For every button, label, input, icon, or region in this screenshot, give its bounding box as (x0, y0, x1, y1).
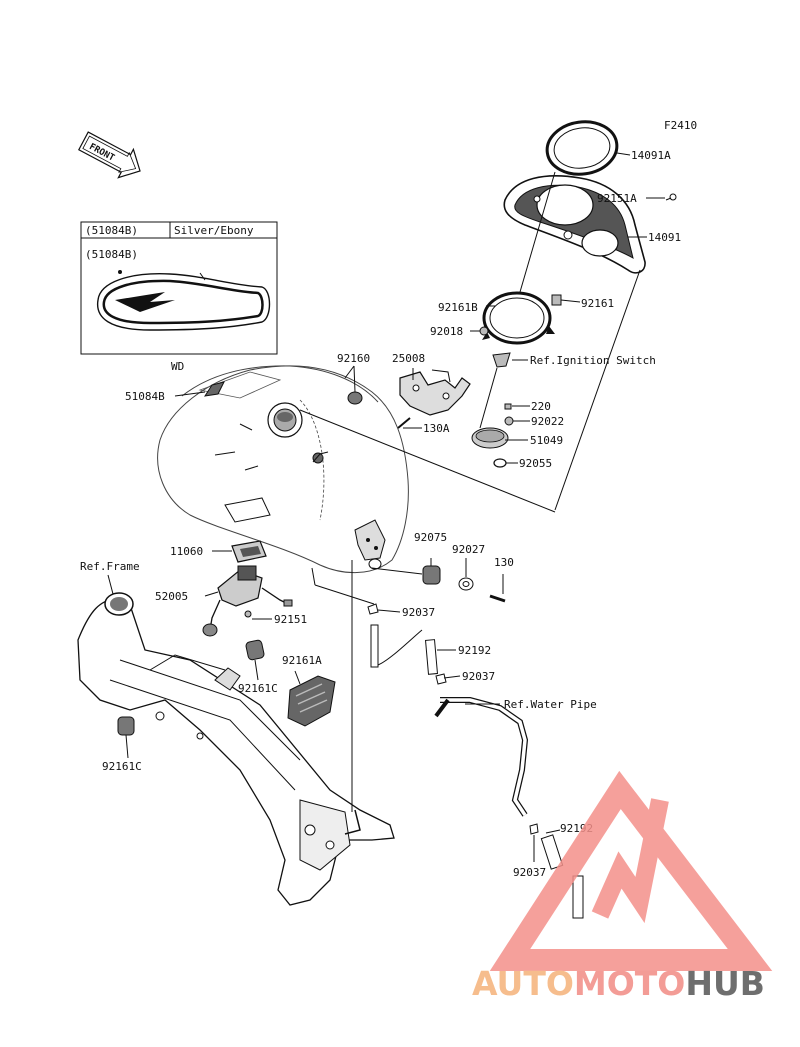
bolt-130 (489, 594, 506, 603)
watermark-triangle-icon (489, 770, 773, 971)
meter-gasket-14091a (545, 120, 619, 176)
damper-92161c-b (117, 716, 135, 736)
clamp-92037-c (529, 823, 539, 835)
callout-92151: 92151 (274, 613, 307, 626)
meter-ring-92161b (482, 291, 555, 345)
watermark-logo: AUTOMOTOHUB (472, 770, 773, 1003)
callout-14091: 14091 (648, 231, 681, 244)
water-pipe (434, 697, 529, 817)
callout-ref-water-pipe: Ref.Water Pipe (504, 698, 597, 711)
grommet-92160 (347, 391, 363, 405)
paint-caption: WD (171, 360, 184, 373)
paint-color-1: Silver/Ebony (174, 224, 254, 237)
tank-paint-illustration (96, 270, 271, 331)
watermark-text: AUTOMOTOHUB (472, 964, 765, 1003)
callout-92037-c: 92037 (513, 866, 546, 879)
callout-92151a: 92151A (597, 192, 637, 205)
pad-92161a (287, 675, 336, 727)
callout-92161a: 92161A (282, 654, 322, 667)
callout-92018: 92018 (430, 325, 463, 338)
clamp-92037-b (435, 673, 447, 685)
callout-ref-frame: Ref.Frame (80, 560, 140, 573)
callout-92160: 92160 (337, 352, 370, 365)
paint-code-1: (51084B) (85, 224, 138, 237)
bolt-92151a (665, 193, 677, 201)
callout-92161c-b: 92161C (102, 760, 142, 773)
callout-25008: 25008 (392, 352, 425, 365)
callout-220: 220 (531, 400, 551, 413)
callout-92022: 92022 (531, 415, 564, 428)
watermark-hub: HUB (685, 964, 765, 1003)
leader-lines (107, 152, 665, 862)
callout-92037-a: 92037 (402, 606, 435, 619)
callout-51084b: 51084B (125, 390, 165, 403)
callout-92161b: 92161B (438, 301, 478, 314)
o-ring-92055 (493, 458, 507, 468)
frame (77, 592, 395, 906)
callout-14091a: 14091A (631, 149, 671, 162)
callout-92055: 92055 (519, 457, 552, 470)
clamp-92037-a (367, 603, 379, 615)
bolt-130a (397, 417, 411, 429)
callout-52005: 52005 (155, 590, 188, 603)
fuel-tank-51084b (157, 365, 409, 574)
callout-51049: 51049 (530, 434, 563, 447)
fuel-pump-52005 (202, 565, 293, 637)
callout-92027: 92027 (452, 543, 485, 556)
paint-code-2: (51084B) (85, 248, 138, 261)
gasket-11060 (224, 497, 271, 563)
cap-51049 (471, 427, 509, 449)
callout-ref-ignition-switch: Ref.Ignition Switch (530, 354, 656, 367)
watermark-moto: MOTO (574, 964, 685, 1003)
callout-labels: 14091A 92151A 14091 92161B 92161 92018 9… (80, 149, 681, 879)
ignition-switch-cap (492, 352, 511, 368)
paint-table: (51084B) Silver/Ebony (51084B) WD (80, 221, 278, 373)
callout-92037-b: 92037 (462, 670, 495, 683)
grommet-92161 (551, 294, 562, 306)
callout-130a: 130A (423, 422, 450, 435)
screw-220 (504, 403, 512, 410)
damper-92075 (422, 565, 441, 585)
damper-92161c-a (245, 639, 265, 661)
watermark-auto: AUTO (472, 964, 574, 1003)
callout-92161c-a: 92161C (238, 682, 278, 695)
collar-92027 (458, 577, 474, 591)
nut-92018 (479, 326, 489, 336)
callout-11060: 11060 (170, 545, 203, 558)
front-arrow-icon: FRONT (78, 131, 141, 179)
bracket-25008 (399, 369, 471, 416)
washer-92022 (504, 416, 514, 426)
callout-92161: 92161 (581, 297, 614, 310)
meter-cover-14091 (503, 175, 646, 274)
hose-92192-a (370, 624, 439, 675)
diagram-id: F2410 (664, 119, 697, 132)
callout-130: 130 (494, 556, 514, 569)
callout-92192-a: 92192 (458, 644, 491, 657)
callout-92075: 92075 (414, 531, 447, 544)
